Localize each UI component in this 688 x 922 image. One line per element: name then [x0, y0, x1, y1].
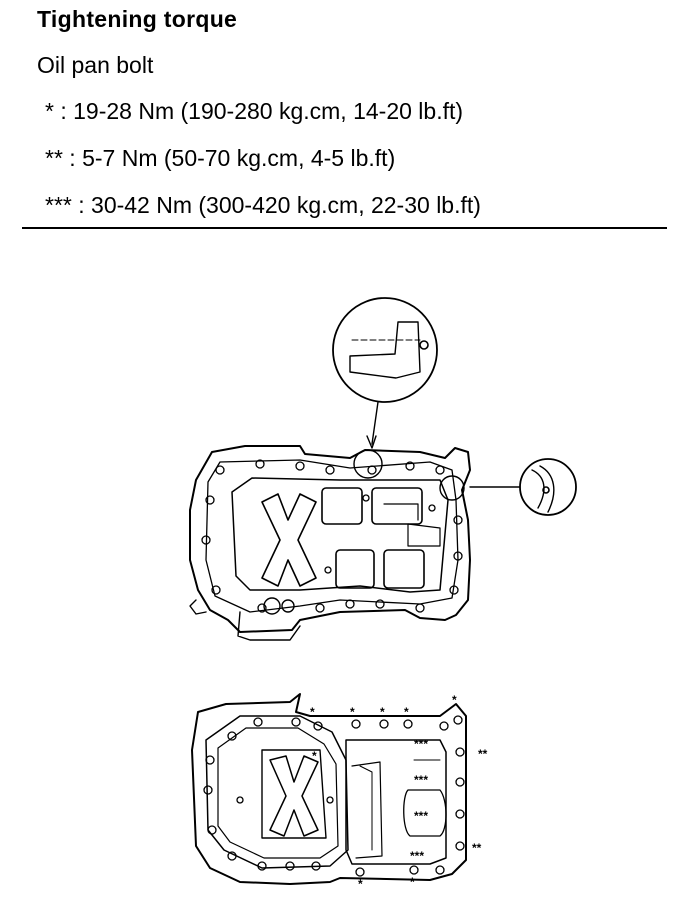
upper-oil-pan-view: [189, 297, 577, 641]
marker-single: *: [452, 693, 457, 707]
marker-single: *: [358, 877, 363, 891]
marker-single: *: [310, 705, 315, 719]
lower-bolt-holes: [203, 715, 465, 877]
section-title: Tightening torque: [37, 6, 238, 32]
torque-spec-single-star: * : 19-28 Nm (190-280 kg.cm, 14-20 lb.ft…: [45, 98, 464, 124]
part-name: Oil pan bolt: [37, 52, 154, 78]
marker-triple: ***: [414, 809, 428, 823]
upper-bolt-holes: [201, 459, 463, 613]
marker-single: *: [312, 749, 317, 763]
torque-spec-triple-star: *** : 30-42 Nm (300-420 kg.cm, 22-30 lb.…: [45, 192, 481, 218]
detail-callout-right: [469, 458, 577, 516]
lower-oil-pan-view: * * * * * * ** ** *** *** *** *** * *: [191, 693, 488, 891]
marker-single: *: [380, 705, 385, 719]
marker-single: *: [404, 705, 409, 719]
marker-single: *: [350, 705, 355, 719]
marker-single: *: [410, 875, 415, 889]
marker-triple: ***: [414, 773, 428, 787]
torque-spec-double-star: ** : 5-7 Nm (50-70 kg.cm, 4-5 lb.ft): [45, 145, 396, 171]
torque-markers: * * * * * * ** ** *** *** *** *** * *: [310, 693, 488, 891]
marker-double: **: [472, 841, 482, 855]
detail-callout-top: [332, 297, 438, 449]
header-divider: [22, 227, 667, 229]
marker-triple: ***: [410, 849, 424, 863]
marker-double: **: [478, 747, 488, 761]
marker-triple: ***: [414, 737, 428, 751]
